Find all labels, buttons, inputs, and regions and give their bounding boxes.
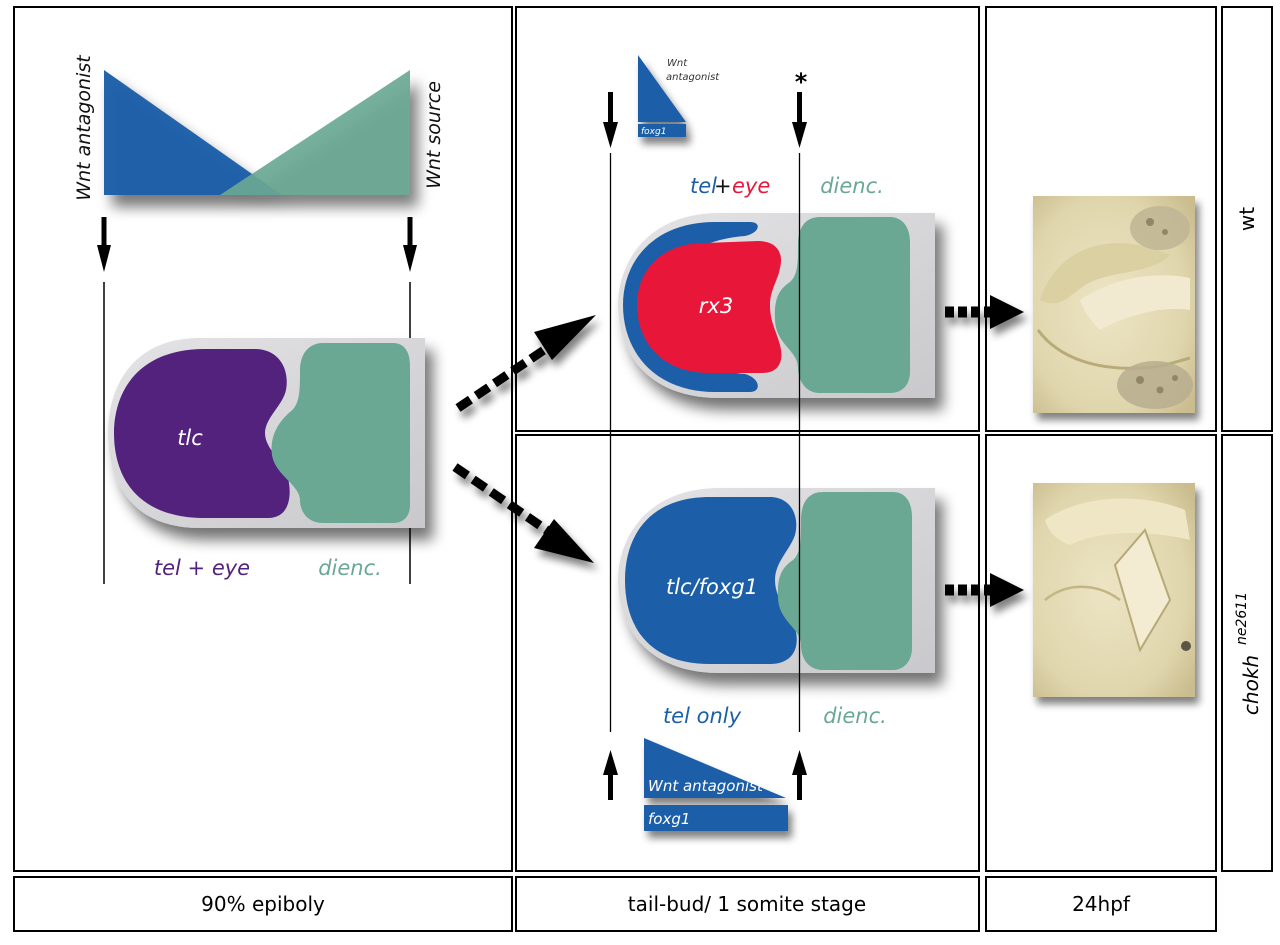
mutant-embryo-dot (1181, 641, 1191, 651)
arrow-to-wt-embryo-head (990, 295, 1024, 329)
wt-embryo-ridge (1040, 243, 1170, 304)
arrow-to-mutant-embryo (945, 573, 1024, 607)
mutant-dienc-label: dienc. (823, 704, 887, 728)
panel2-mutant-frame (515, 434, 980, 872)
asterisk: * (795, 68, 808, 96)
wt-legend (638, 55, 686, 137)
stage3-frame (985, 876, 1217, 932)
wt-legend-wnt-label-1: Wnt (667, 58, 688, 69)
dienc-domain-90 (271, 343, 410, 523)
wt-eye-lower-cell (1172, 375, 1178, 381)
arrow-to-wt-embryo (945, 295, 1024, 329)
wt-eye-label: eye (732, 174, 770, 198)
arrow-to-mutant-head (534, 519, 594, 563)
panel3-wt-frame (985, 6, 1217, 432)
mutant-name-label: chokh (1239, 655, 1263, 715)
wnt-antagonist-label: Wnt antagonist (73, 54, 95, 201)
wt-legend-wnt-antagonist-gradient (638, 55, 686, 122)
wt-left-arrow-head (603, 122, 618, 148)
panel3-mutant-frame (985, 434, 1217, 872)
arrow-to-wt-head (534, 315, 596, 360)
mutant-embryo-features (1044, 498, 1191, 653)
wnt-gradients (104, 70, 410, 195)
mutant-legend-wnt-antagonist-gradient (644, 738, 786, 798)
wt-left-arrow-shaft (608, 92, 613, 126)
mutant-dienc-domain (777, 492, 912, 670)
left-arrow-head (97, 245, 111, 272)
wt-eye-lower-cell (1156, 386, 1164, 394)
panel2-wt: Wnt antagonist foxg1 * tel + eye dienc. … (603, 55, 935, 398)
genotype-mutant-frame (1221, 434, 1273, 872)
mutant-embryo-diamond (1113, 528, 1172, 653)
mutant-left-arrow-head (603, 750, 618, 775)
mutant-allele-label: ne2611 (1234, 592, 1250, 645)
wt-dienc-domain (774, 217, 910, 393)
wt-eye-upper-cell (1162, 229, 1168, 235)
panel2-wt-frame (515, 6, 980, 432)
tlc-foxg1-label: tlc/foxg1 (666, 575, 758, 599)
arrow-to-mutant (452, 463, 594, 563)
arrow-to-wt (455, 315, 596, 412)
wnt-source-gradient (220, 70, 410, 195)
arrow-to-wt-shaft (455, 342, 553, 412)
tlc-label: tlc (177, 426, 203, 450)
stage1-frame (13, 876, 513, 932)
wt-right-arrow-head (792, 122, 807, 148)
wt-eye-upper (1130, 206, 1190, 250)
panel2-mutant: tlc/foxg1 tel only dienc. Wnt antagonist… (603, 488, 935, 831)
transition-arrows (452, 315, 596, 563)
mutant-legend-wnt-label: Wnt antagonist (648, 777, 764, 795)
wt-legend-foxg1-bar (638, 124, 686, 137)
wt-legend-wnt-label-2: antagonist (666, 72, 720, 83)
wt-eye-lower-cell (1136, 376, 1144, 384)
stage2-frame (515, 876, 980, 932)
wt-legend-foxg1-label: foxg1 (641, 127, 666, 137)
wt-plus-label: + (714, 174, 732, 198)
tlc-domain (114, 349, 290, 518)
right-arrow-head (403, 245, 417, 272)
wt-embryo-features (1036, 206, 1193, 409)
tel-only-label: tel only (663, 704, 742, 728)
genotype-wt-label: wt (1235, 207, 1259, 231)
panel1: Wnt antagonist Wnt source tlc tel + eye … (73, 54, 445, 584)
wt-embryo-highlight (1080, 275, 1190, 330)
mutant-left-arrow-shaft (608, 772, 613, 800)
left-arrow-shaft (101, 217, 107, 249)
rx3-label: rx3 (699, 294, 733, 318)
panel3 (945, 196, 1195, 697)
mutant-right-arrow-shaft (797, 772, 802, 800)
wt-right-arrow-shaft (797, 92, 802, 126)
rx3-domain (637, 241, 782, 373)
wnt-source-label: Wnt source (423, 81, 445, 189)
wt-down-arrows (603, 92, 807, 148)
mutant-legend (644, 738, 788, 831)
mutant-legend-foxg1-label: foxg1 (648, 810, 690, 828)
panel-frames (13, 6, 1273, 932)
stage1-label: 90% epiboly (201, 892, 325, 916)
genotype-wt-frame (1221, 6, 1273, 432)
wt-eye-lower (1117, 361, 1193, 409)
mutant-up-arrows (603, 750, 807, 800)
right-arrow-shaft (407, 217, 413, 249)
arrow-to-mutant-shaft (452, 463, 551, 535)
mutant-right-arrow-head (792, 750, 807, 775)
stage3-label: 24hpf (1072, 892, 1131, 916)
tel-eye-label: tel + eye (154, 556, 250, 580)
panel1-frame (13, 6, 513, 872)
genotype-mutant-label: chokh ne2611 (1234, 592, 1263, 715)
wt-eye-upper-cell (1146, 218, 1154, 226)
mutant-embryo-highlight (1045, 498, 1190, 545)
wt-dienc-label: dienc. (820, 174, 884, 198)
stage2-label: tail-bud/ 1 somite stage (628, 892, 866, 916)
dienc-label-90: dienc. (318, 556, 382, 580)
tlc-foxg1-domain (625, 497, 797, 664)
wnt-antagonist-gradient (104, 70, 282, 195)
wt-tel-label: tel (690, 174, 717, 198)
panel1-down-arrows (97, 217, 417, 272)
mutant-embryo-fold (1044, 585, 1121, 602)
mutant-legend-foxg1-bar (644, 805, 788, 831)
arrow-to-mutant-embryo-head (990, 573, 1024, 607)
